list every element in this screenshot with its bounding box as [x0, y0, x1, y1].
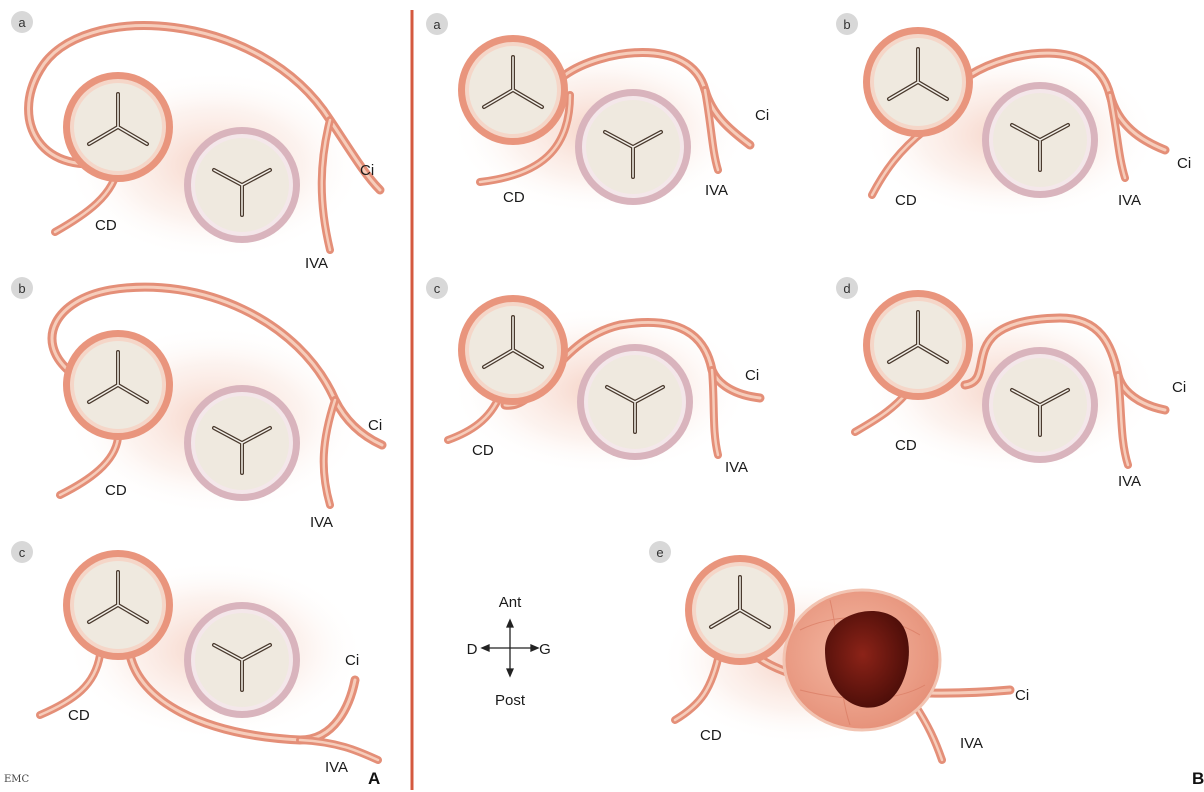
label-ci: Ci	[1172, 379, 1186, 396]
coronary-valve	[63, 72, 173, 182]
label-cd: CD	[105, 482, 127, 499]
compass-posterior: Post	[495, 692, 526, 709]
artery-iva-path	[915, 705, 942, 760]
label-iva: IVA	[705, 182, 728, 199]
non-coronary-valve	[982, 347, 1098, 463]
non-coronary-valve	[184, 385, 300, 501]
label-ci: Ci	[755, 107, 769, 124]
coronary-valve	[63, 330, 173, 440]
panel-b-d: d Ci CD IVA	[836, 277, 1186, 490]
label-iva: IVA	[960, 735, 983, 752]
label-ci: Ci	[345, 652, 359, 669]
label-iva: IVA	[325, 759, 348, 776]
compass-left-g: G	[539, 641, 551, 658]
panel-a-a: a Ci CD IVA	[11, 11, 380, 272]
coronary-aneurysm	[784, 590, 940, 730]
panel-a-b: b Ci CD IVA	[11, 277, 382, 531]
panel-b-a: a Ci CD IVA	[426, 13, 769, 215]
section-label-b: B	[1192, 769, 1204, 788]
artery-iva-path	[300, 740, 378, 760]
non-coronary-valve	[184, 602, 300, 718]
label-ci: Ci	[1177, 155, 1191, 172]
panel-a-c: c Ci CD IVA	[11, 541, 378, 776]
label-cd: CD	[895, 437, 917, 454]
label-cd: CD	[95, 217, 117, 234]
publisher-credit: EMC	[4, 774, 30, 785]
coronary-valve	[863, 27, 973, 137]
label-ci: Ci	[360, 162, 374, 179]
label-ci: Ci	[1015, 687, 1029, 704]
coronary-valve	[863, 290, 973, 400]
panel-badge-label: e	[656, 545, 663, 560]
label-cd: CD	[472, 442, 494, 459]
non-coronary-valve	[982, 82, 1098, 198]
compass-right-d: D	[467, 641, 478, 658]
panel-badge-label: d	[843, 281, 850, 296]
label-ci: Ci	[745, 367, 759, 384]
label-iva: IVA	[310, 514, 333, 531]
label-iva: IVA	[305, 255, 328, 272]
panel-badge-label: a	[18, 15, 26, 30]
non-coronary-valve	[184, 127, 300, 243]
panel-badge-label: c	[434, 281, 441, 296]
panel-b-c: c Ci CD IVA	[426, 277, 760, 476]
label-iva: IVA	[1118, 473, 1141, 490]
coronary-valve	[63, 550, 173, 660]
label-cd: CD	[68, 707, 90, 724]
label-cd: CD	[503, 189, 525, 206]
panel-badge-label: c	[19, 545, 26, 560]
orientation-compass	[482, 620, 538, 676]
label-cd: CD	[700, 727, 722, 744]
panel-badge-label: b	[843, 17, 850, 32]
compass-anterior: Ant	[499, 594, 522, 611]
label-iva: IVA	[1118, 192, 1141, 209]
panel-badge-label: b	[18, 281, 25, 296]
coronary-valve	[458, 35, 568, 145]
panel-b-b: b Ci CD IVA	[836, 13, 1191, 220]
coronary-valve	[685, 555, 795, 665]
non-coronary-valve	[575, 89, 691, 205]
section-label-a: A	[368, 769, 380, 788]
label-cd: CD	[895, 192, 917, 209]
coronary-valve	[458, 295, 568, 405]
label-ci: Ci	[368, 417, 382, 434]
panel-badge-label: a	[433, 17, 441, 32]
label-iva: IVA	[725, 459, 748, 476]
panel-b-e: e Ci CD IVA	[649, 541, 1029, 760]
non-coronary-valve	[577, 344, 693, 460]
